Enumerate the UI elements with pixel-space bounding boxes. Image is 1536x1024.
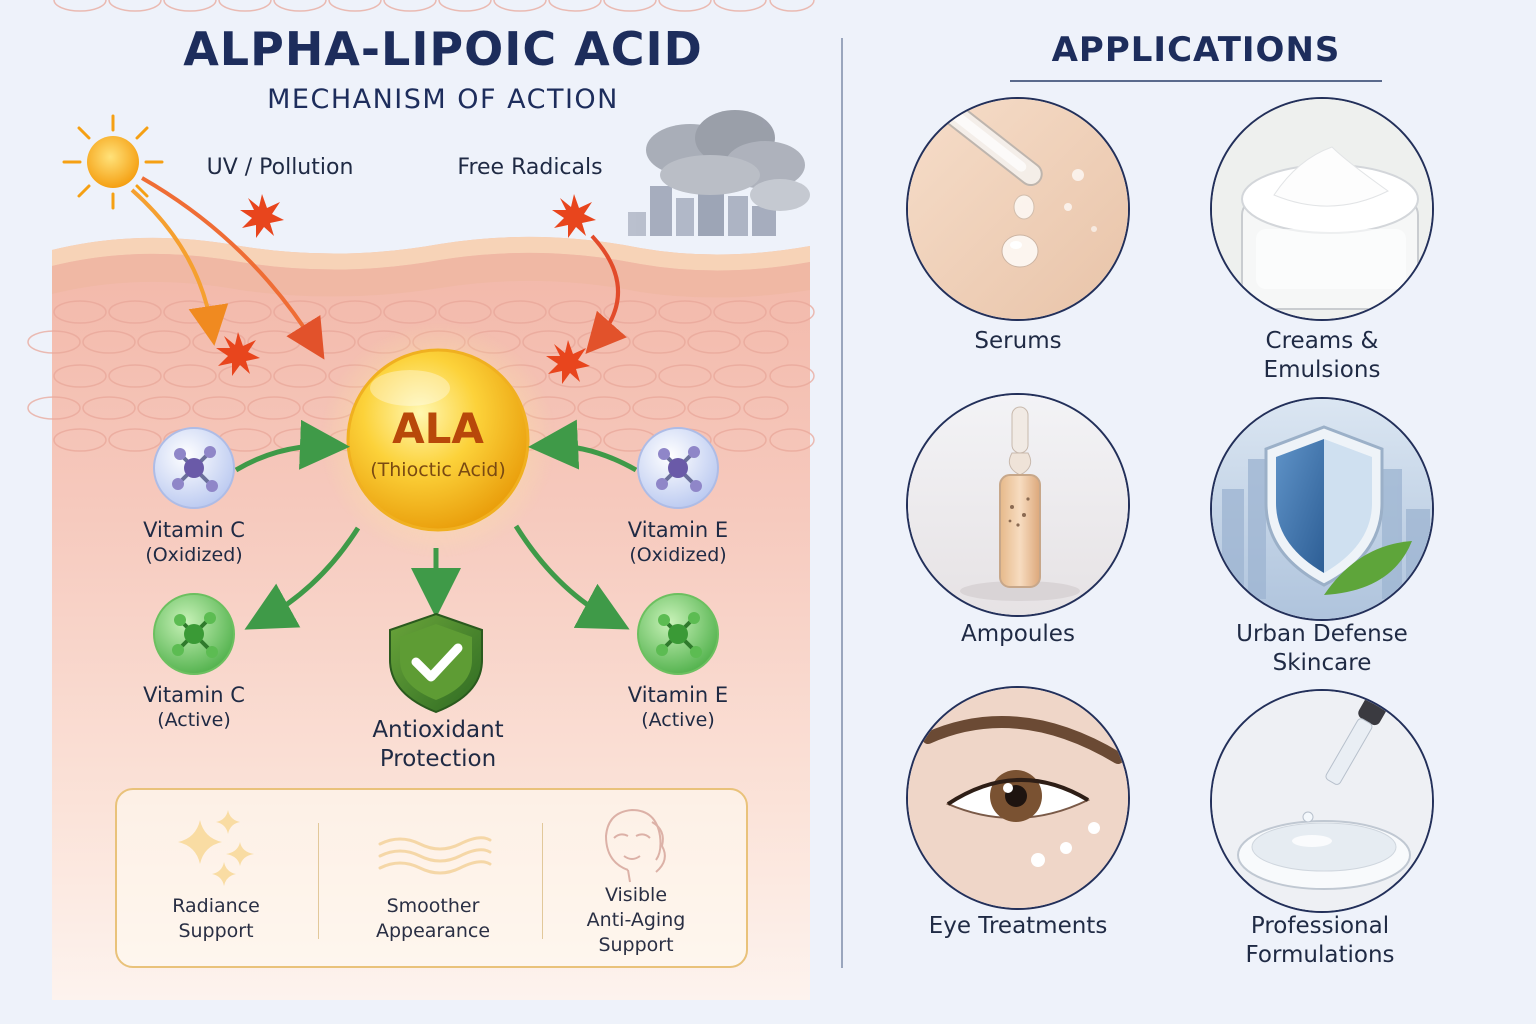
vitamin-c-active-label: Vitamin C (Active) [143,683,245,731]
benefit-anti-aging: Visible Anti-Aging Support [586,884,686,956]
free-radical-icon [216,194,596,384]
vitamin-c-oxidized-molecule-icon [153,427,235,509]
shield-icon [1212,399,1432,619]
antioxidant-shield-icon [389,612,483,714]
vitamin-e-oxidized-label: Vitamin E (Oxidized) [627,518,729,566]
page-subtitle: MECHANISM OF ACTION [267,84,619,115]
uv-arrow [130,188,229,346]
eye-treatments-image [906,686,1130,910]
eye-icon [908,688,1128,908]
petri-dish-icon [1212,691,1432,911]
uv-arrow [141,176,325,360]
vitamin-c-oxidized-label: Vitamin C (Oxidized) [143,518,245,566]
applications-title: APPLICATIONS [1051,30,1341,70]
application-urban-defense: Urban Defense Skincare [1236,621,1408,676]
creams-image [1210,97,1434,321]
urban-defense-image [1210,397,1434,621]
benefit-divider [542,823,543,939]
regeneration-arrow [528,419,638,473]
application-ampoules: Ampoules [961,621,1075,647]
vitamin-e-oxidized-molecule-icon [637,427,719,509]
ampoules-image [906,393,1130,617]
benefit-smoother: Smoother Appearance [375,895,491,942]
application-serums: Serums [974,328,1062,354]
antioxidant-protection-label: Antioxidant Protection [372,717,504,772]
ala-label: ALA [392,404,484,453]
panel-divider [841,38,843,968]
professional-formulations-image [1210,689,1434,913]
vitamin-c-active-molecule-icon [153,593,235,675]
page-title: ALPHA-LIPOIC ACID [183,22,703,76]
skin-cells [27,0,815,452]
applications-underline [1010,80,1382,82]
vitamin-e-active-molecule-icon [637,593,719,675]
uv-pollution-label: UV / Pollution [206,155,354,180]
dropper-icon [908,99,1128,319]
benefit-radiance: Radiance Support [172,895,260,942]
regeneration-arrow [244,526,361,630]
vitamin-e-active-label: Vitamin E (Active) [627,683,729,731]
serums-image [906,97,1130,321]
application-creams: Creams & Emulsions [1263,328,1381,383]
benefits-panel [115,788,748,968]
sun-icon [62,114,164,210]
application-eye-treatments: Eye Treatments [928,913,1108,939]
benefit-divider [318,823,319,939]
polluted-city-icon [628,110,810,236]
ampoule-icon [908,395,1128,615]
regeneration-arrow [234,419,350,473]
free-radical-arrow [585,234,627,354]
free-radicals-label: Free Radicals [457,155,603,180]
ala-full-name: (Thioctic Acid) [370,459,506,481]
cream-jar-icon [1212,99,1432,319]
application-professional-formulations: Professional Formulations [1245,913,1395,968]
regeneration-arrow [513,524,630,630]
